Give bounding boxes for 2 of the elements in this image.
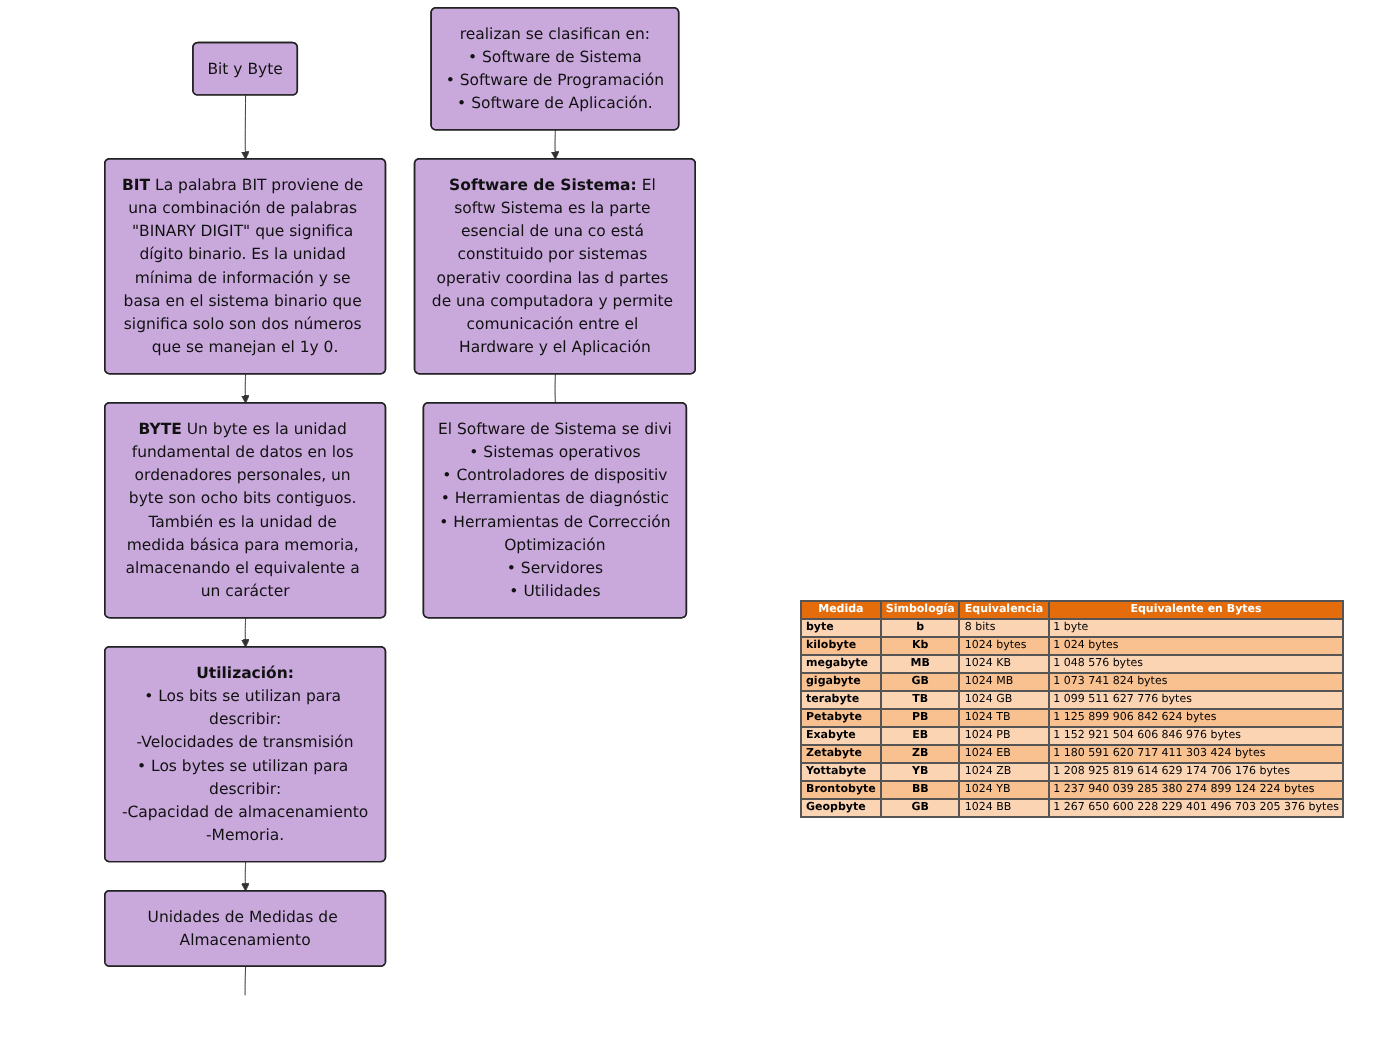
connector bbox=[244, 966, 247, 996]
connector bbox=[554, 373, 556, 404]
